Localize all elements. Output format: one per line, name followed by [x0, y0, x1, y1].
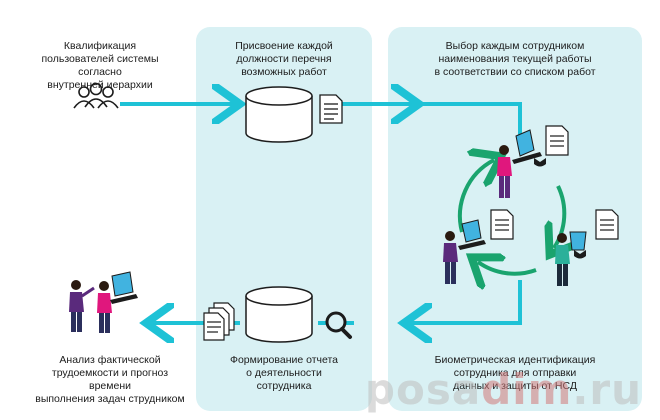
users-icon	[73, 82, 119, 109]
document-icon-cycle-right	[595, 209, 619, 240]
database-icon-top	[245, 86, 313, 143]
person-laptop-icon-right	[555, 231, 587, 286]
document-icon-cycle-left	[490, 209, 514, 240]
document-icon-cycle-top	[545, 125, 569, 156]
label-step3: Выбор каждым сотрудником наименования те…	[434, 40, 596, 78]
label-step2: Присвоение каждой должности перечня возм…	[235, 40, 333, 78]
magnifier-icon	[325, 311, 352, 339]
people-laptop-icon-bottom	[69, 271, 138, 333]
document-icon	[319, 94, 343, 124]
label-step1: Квалификация пользователей системы согла…	[41, 40, 159, 91]
person-laptop-icon-left	[443, 219, 486, 284]
label-step5: Формирование отчета о деятельности сотру…	[229, 354, 339, 392]
watermark: posadim.ru	[364, 365, 642, 414]
cycle-arrows-icon	[458, 160, 564, 274]
person-laptop-icon-top	[497, 129, 546, 198]
label-step4: Биометрическая идентификация сотрудника …	[434, 354, 596, 392]
database-icon-bottom	[245, 286, 313, 343]
label-step6: Анализ фактической трудоемкости и прогно…	[35, 354, 185, 405]
documents-stack-icon	[203, 302, 235, 341]
